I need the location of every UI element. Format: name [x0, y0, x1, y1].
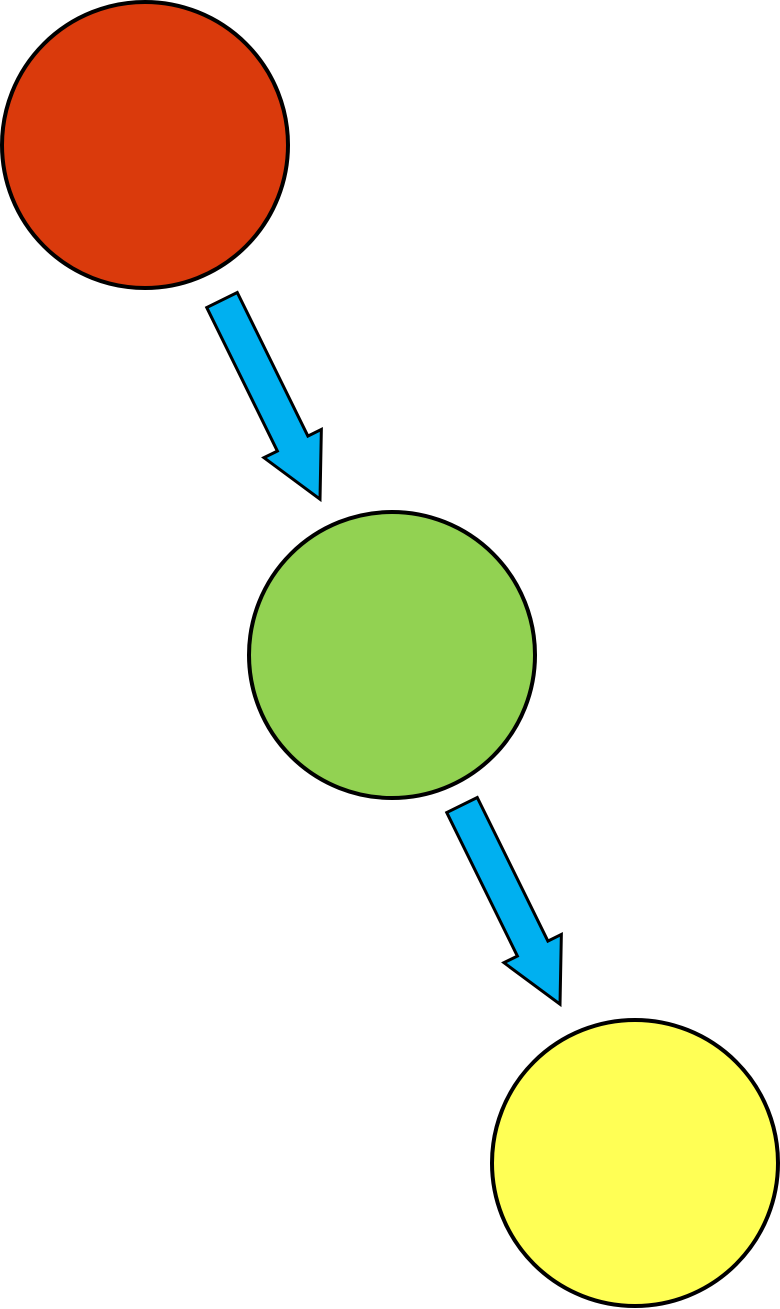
red-circle-node [0, 0, 290, 290]
arrow-red-to-green [204, 290, 323, 503]
green-circle-node [247, 510, 537, 800]
yellow-circle-node [490, 1018, 780, 1308]
arrow-shape [204, 290, 323, 503]
arrow-shape [444, 795, 563, 1008]
arrow-green-to-yellow [444, 795, 563, 1008]
